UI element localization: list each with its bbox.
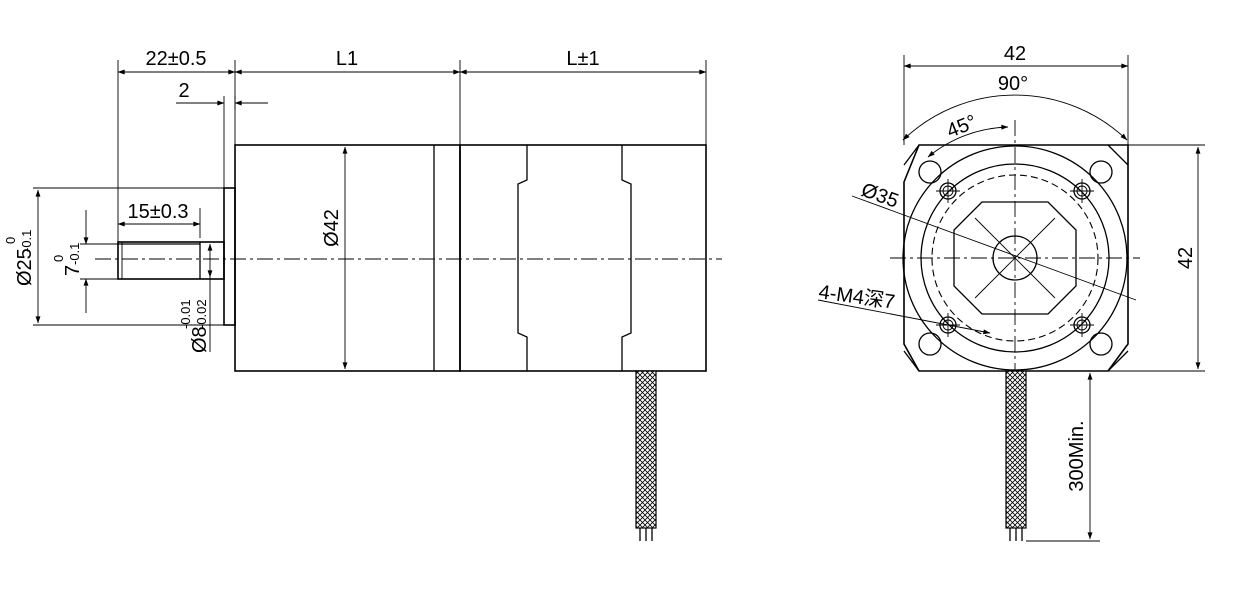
side-cable (635, 370, 657, 529)
flange-corner-details (903, 144, 1129, 372)
label-body-dia: Ø42 (321, 209, 343, 247)
front-extension-lines (903, 55, 1205, 542)
label-L: L±1 (566, 48, 599, 70)
label-15: 15±0.3 (127, 201, 188, 223)
label-pcd: Ø35 (858, 179, 901, 213)
corner-hole (1089, 332, 1113, 356)
side-view: 22±0.5 L1 L±1 2 15±0.3 Ø42 Ø25 0 -0.1 7 … (3, 48, 722, 541)
corner-hole (918, 332, 942, 356)
label-45: 45° (944, 111, 980, 143)
inner-octagon (953, 201, 1077, 315)
front-cable-wires (1009, 528, 1023, 541)
svg-text:0: 0 (3, 237, 18, 244)
flange-outline (903, 144, 1129, 372)
svg-text:Ø25: Ø25 (14, 248, 36, 286)
motor-body-front (234, 144, 461, 372)
label-flat: 7 0 -0.1 (51, 243, 84, 276)
label-holes: 4-M4深7 (817, 280, 896, 313)
leader-holes (817, 299, 991, 335)
label-height: 42 (1175, 247, 1197, 269)
leader-pcd (851, 195, 1137, 301)
svg-text:7: 7 (62, 265, 84, 276)
rear-recess (517, 145, 632, 371)
dim-arc-90 (902, 94, 1128, 141)
side-cable-wires (639, 528, 653, 541)
svg-text:Ø8: Ø8 (189, 326, 211, 353)
label-pilot-dia: Ø25 0 -0.1 (3, 230, 36, 286)
label-90: 90° (998, 73, 1028, 95)
label-2: 2 (178, 80, 189, 102)
front-cable (1005, 370, 1027, 529)
motor-body-rear (459, 144, 707, 372)
label-shaft-dia: Ø8 -0.01 -0.02 (178, 299, 211, 353)
front-diagonal-2 (974, 217, 1056, 299)
dim-arc-45 (927, 124, 1009, 158)
label-lead: 300Min. (1066, 420, 1088, 491)
label-22: 22±0.5 (145, 48, 206, 70)
svg-text:-0.02: -0.02 (194, 299, 209, 329)
svg-text:-0.1: -0.1 (67, 243, 82, 265)
label-L1: L1 (336, 48, 358, 70)
side-extension-lines (33, 60, 707, 326)
shaft (117, 241, 225, 280)
corner-hole (1089, 160, 1113, 184)
svg-text:0: 0 (51, 255, 66, 262)
svg-text:-0.1: -0.1 (19, 230, 34, 252)
front-view: 42 90° 45° Ø35 4-M4深7 42 300Min. (817, 43, 1205, 542)
corner-hole (918, 160, 942, 184)
corner-holes (918, 160, 1113, 356)
pilot-boss (223, 187, 236, 326)
label-width: 42 (1004, 43, 1026, 65)
svg-text:-0.01: -0.01 (178, 299, 193, 329)
